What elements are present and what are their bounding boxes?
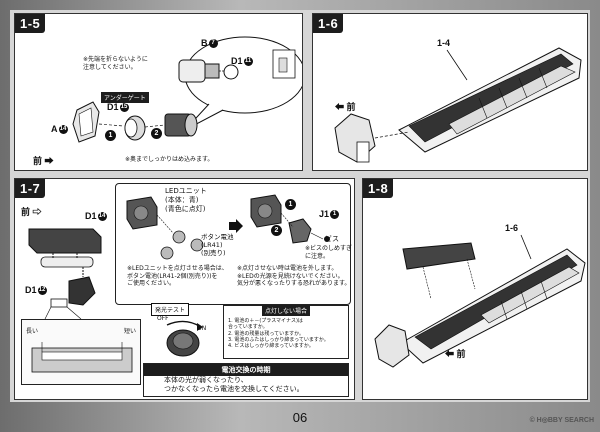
step-1-6-panel: 1-6 1-4 ⬅ 前 <box>312 13 588 171</box>
zoom-bubble <box>184 36 302 131</box>
step-1-5-label: 1-5 <box>15 14 46 33</box>
light-test-drawing <box>166 320 203 357</box>
step-1-8-label: 1-8 <box>363 179 394 198</box>
front-direction-label: 前 ➡ <box>33 156 54 166</box>
light-test-title: 発光テスト <box>151 303 190 316</box>
troubleshooting-item: 合っていますか。 <box>228 324 268 331</box>
screw-caution-note: ※ビスのしめすぎ に注意。 <box>305 245 353 260</box>
assembly-1-5-drawing <box>72 101 198 143</box>
part-1-6-callout: 1-6 <box>505 223 519 233</box>
page-number: 06 <box>292 410 308 425</box>
troubleshooting-title: 点灯しない場合 <box>262 305 311 316</box>
under-gate-tag: アンダーゲート <box>101 92 149 103</box>
battery-cover-drawing <box>250 194 330 244</box>
step-1-6-label: 1-6 <box>313 14 344 33</box>
light-caution-note: ※点灯させない時は電池を外します。 ※LEDの光源を見続けないでください。 気分… <box>237 265 351 287</box>
orientation-detail-drawing <box>31 342 133 373</box>
orientation-detail-box: 長い 短い <box>21 319 141 385</box>
troubleshooting-item: 1. 電池の＋－(プラスマイナス)は <box>228 318 303 324</box>
zoom-connector <box>44 298 82 320</box>
step-1-marker: 1 <box>105 130 116 141</box>
troubleshooting-list: 1. 電池の＋－(プラスマイナス)は 合っていますか。 2. 電池の残量は残って… <box>228 318 329 349</box>
troubleshooting-box: 点灯しない場合 1. 電池の＋－(プラスマイナス)は 合っていますか。 2. 電… <box>223 305 349 359</box>
part-1-4-callout: 1-4 <box>437 38 451 48</box>
saber-hilt-drawing-1-6 <box>334 47 582 163</box>
troubleshooting-item: 4. ビスはしっかり締まっていますか。 <box>228 343 314 349</box>
next-arrow <box>229 219 243 233</box>
led-unit-drawing <box>126 196 204 260</box>
battery-label: ボタン電池 (LR41) (別売り) <box>201 233 234 258</box>
off-label: OFF <box>157 315 169 322</box>
front-direction-label: 前 ⇨ <box>21 207 42 217</box>
caution-note-tip: ※先端を折らないように 注意してください。 <box>83 56 148 71</box>
battery-replacement-title: 電池交換の時期 <box>144 364 348 376</box>
led-usage-note: ※LEDユニットを点灯させる場合は、 ボタン電池(LR41-2個(別売り))を … <box>127 265 228 287</box>
led-unit-label: LEDユニット (本体：青) (青色に点灯) <box>165 187 207 213</box>
troubleshooting-item: 2. 電池の残量は残っていますか。 <box>228 330 305 337</box>
troubleshooting-item: 3. 電池のふたはしっかり締まっていますか。 <box>228 336 329 343</box>
battery-replacement-box: 電池交換の時期 本体の光が弱くなったり、 つかなくなったら電池を交換してください… <box>143 363 349 397</box>
short-label: 短い <box>123 328 136 335</box>
on-label: ON <box>197 325 207 332</box>
step-2-marker: 2 <box>151 128 162 139</box>
front-direction-label: ⬅ 前 <box>335 102 356 112</box>
source-watermark: © H◎BBY SEARCH <box>529 417 594 424</box>
saber-hilt-drawing-1-8 <box>374 234 586 368</box>
caution-note-insert: ※奥までしっかりはめ込みます。 <box>125 156 214 163</box>
step-2-marker: 2 <box>271 225 282 236</box>
step-1-7-label: 1-7 <box>15 179 46 198</box>
battery-holder-drawing <box>28 228 102 306</box>
front-direction-label: ⬅ 前 <box>445 349 466 359</box>
step-1-8-panel: 1-8 1-6 ⬅ 前 <box>362 178 588 400</box>
long-label: 長い <box>26 328 39 335</box>
battery-replacement-text: 本体の光が弱くなったり、 つかなくなったら電池を交換してください。 <box>164 376 304 393</box>
screw-label: ビス <box>325 235 339 243</box>
step-1-marker: 1 <box>285 199 296 210</box>
part-b-drawing <box>178 59 239 83</box>
